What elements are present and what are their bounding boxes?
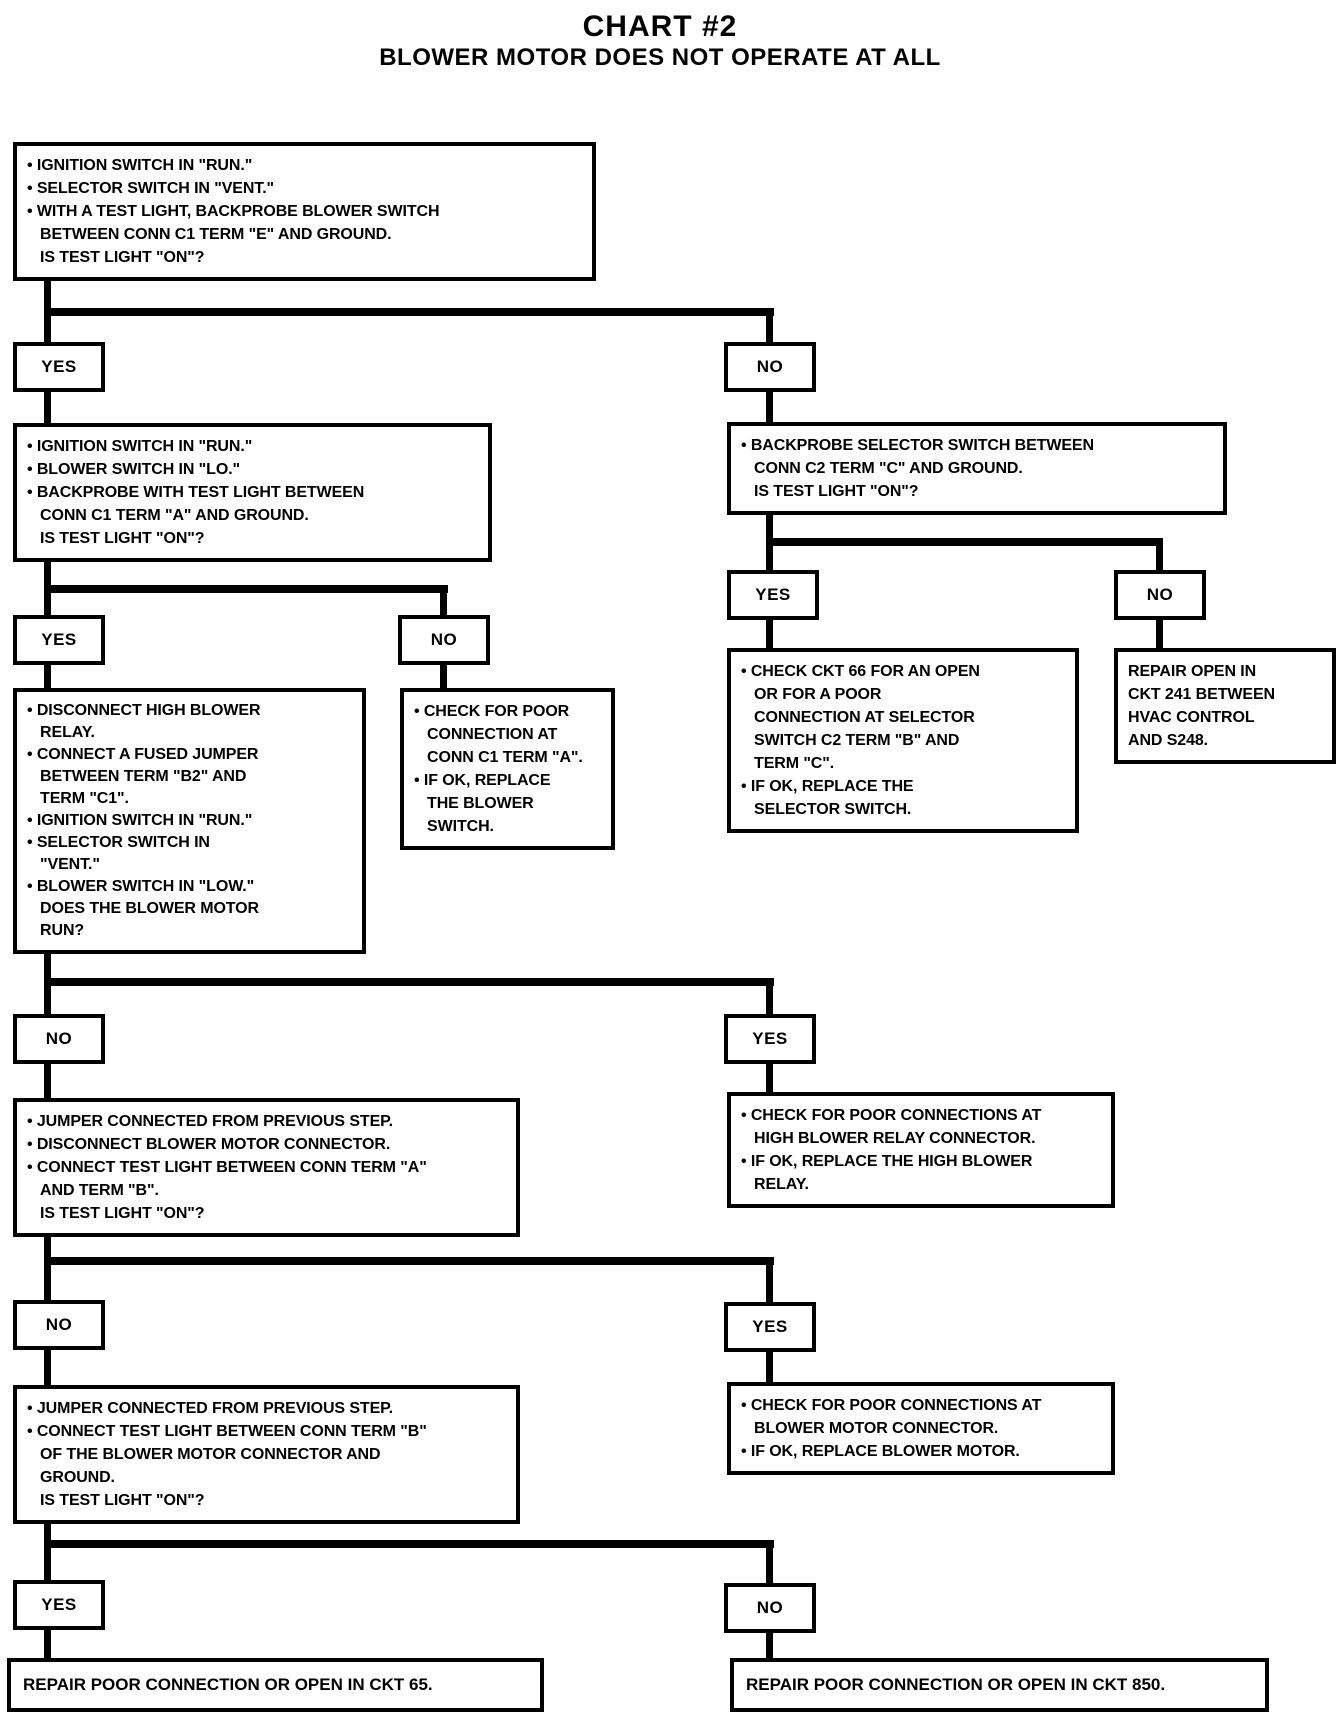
decision-label-no-4: NO [13, 1014, 105, 1064]
connector-line [766, 1618, 773, 1670]
connector-line [44, 1210, 51, 1265]
connector-line [766, 538, 1163, 546]
connector-line [44, 585, 448, 593]
flow-box-initial-test: • IGNITION SWITCH IN "RUN." • SELECTOR S… [13, 142, 596, 281]
connector-line [44, 978, 774, 986]
connector-line [440, 585, 447, 630]
connector-line [766, 1540, 773, 1595]
connector-line [44, 1257, 774, 1265]
flow-box-repair-ckt850: REPAIR POOR CONNECTION OR OPEN IN CKT 85… [730, 1658, 1269, 1712]
connector-line [44, 1615, 51, 1670]
flow-box-motor-connector-test: • JUMPER CONNECTED FROM PREVIOUS STEP. •… [13, 1098, 520, 1237]
decision-label-yes-5: YES [724, 1302, 816, 1352]
connector-line [766, 380, 773, 440]
connector-line [44, 1500, 51, 1548]
connector-line [766, 308, 773, 360]
connector-line [44, 308, 774, 316]
flow-box-check-ckt66: • CHECK CKT 66 FOR AN OPEN OR FOR A POOR… [727, 648, 1079, 833]
decision-label-yes-4: YES [724, 1014, 816, 1064]
decision-label-no-3: NO [398, 615, 490, 665]
connector-line [44, 655, 51, 700]
flow-box-selector-switch-test: • BACKPROBE SELECTOR SWITCH BETWEEN CONN… [727, 422, 1227, 515]
connector-line [44, 1540, 774, 1548]
connector-line [44, 380, 51, 440]
flow-box-repair-ckt65: REPAIR POOR CONNECTION OR OPEN IN CKT 65… [7, 1658, 544, 1712]
connector-line [766, 1338, 773, 1395]
connector-line [44, 1335, 51, 1400]
flow-box-repair-ckt241: REPAIR OPEN IN CKT 241 BETWEEN HVAC CONT… [1114, 648, 1336, 764]
flow-box-blower-motor-connector: • CHECK FOR POOR CONNECTIONS AT BLOWER M… [727, 1382, 1115, 1475]
connector-line [766, 1257, 773, 1315]
page-title: CHART #2 [582, 10, 738, 43]
connector-line [44, 540, 51, 593]
flow-box-blower-switch-lo-test: • IGNITION SWITCH IN "RUN." • BLOWER SWI… [13, 423, 492, 562]
decision-label-no-6: NO [724, 1583, 816, 1633]
page-subtitle: BLOWER MOTOR DOES NOT OPERATE AT ALL [379, 44, 941, 71]
connector-line [766, 1050, 773, 1105]
connector-line [766, 978, 773, 1030]
connector-line [44, 308, 51, 360]
connector-line [1156, 538, 1163, 585]
decision-label-yes-2: YES [727, 570, 819, 620]
connector-line [44, 585, 51, 630]
connector-line [44, 260, 51, 316]
connector-line [766, 490, 773, 546]
flow-box-high-blower-relay: • CHECK FOR POOR CONNECTIONS AT HIGH BLO… [727, 1092, 1115, 1208]
decision-label-no-2: NO [1114, 570, 1206, 620]
decision-label-no-5: NO [13, 1300, 105, 1350]
connector-line [766, 538, 773, 585]
decision-label-yes-3: YES [13, 615, 105, 665]
connector-line [44, 978, 51, 1030]
connector-line [1156, 610, 1163, 660]
decision-label-yes-1: YES [13, 342, 105, 392]
connector-line [44, 1050, 51, 1110]
flow-box-replace-blower-switch: • CHECK FOR POOR CONNECTION AT CONN C1 T… [400, 688, 615, 850]
connector-line [44, 1257, 51, 1315]
flow-box-fused-jumper-test: • DISCONNECT HIGH BLOWER RELAY. • CONNEC… [13, 688, 366, 954]
connector-line [766, 610, 773, 660]
flow-box-ground-test: • JUMPER CONNECTED FROM PREVIOUS STEP. •… [13, 1385, 520, 1524]
connector-line [44, 1540, 51, 1592]
connector-line [440, 655, 447, 700]
decision-label-yes-6: YES [13, 1580, 105, 1630]
decision-label-no-1: NO [724, 342, 816, 392]
connector-line [44, 930, 51, 986]
